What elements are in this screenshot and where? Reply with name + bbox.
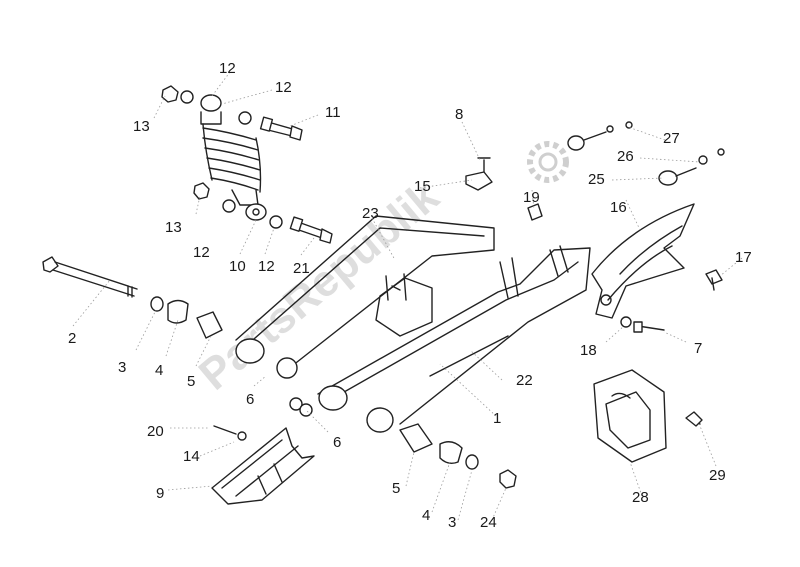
callout-3a: 3 — [118, 359, 126, 376]
shock-absorber — [200, 94, 267, 221]
callout-5b: 5 — [392, 480, 400, 497]
callout-27: 27 — [663, 130, 680, 147]
callout-24: 24 — [480, 514, 497, 531]
parts — [42, 71, 743, 521]
callout-6a: 6 — [246, 391, 254, 408]
callout-17: 17 — [735, 249, 752, 266]
callout-22: 22 — [516, 372, 533, 389]
callout-28: 28 — [632, 489, 649, 506]
chain-guide — [211, 425, 315, 505]
top-hardware — [465, 157, 543, 221]
chain-guard — [591, 203, 695, 319]
callout-14: 14 — [183, 448, 200, 465]
guard-bolts — [620, 269, 723, 333]
callout-11: 11 — [325, 104, 341, 121]
callout-8: 8 — [455, 106, 463, 123]
callout-3b: 3 — [448, 514, 456, 531]
chain-slider-block — [593, 369, 703, 463]
watermark-gear-icon — [527, 141, 569, 183]
chain-guard-hardware — [567, 121, 725, 186]
callout-18: 18 — [580, 342, 597, 359]
axle-nuts — [289, 397, 313, 417]
callout-6b: 6 — [333, 434, 341, 451]
shock-nuts — [161, 85, 283, 229]
callout-15: 15 — [414, 178, 431, 195]
callout-7: 7 — [694, 340, 702, 357]
callout-10: 10 — [229, 258, 246, 275]
callout-labels: 12 12 11 13 8 27 26 25 15 19 16 13 12 10… — [68, 60, 752, 531]
shock-bolts — [259, 116, 333, 244]
callout-13b: 13 — [165, 219, 182, 236]
spacer-stack — [399, 423, 517, 489]
callout-29: 29 — [709, 467, 726, 484]
callout-12c: 12 — [193, 244, 210, 261]
leader-lines — [72, 71, 743, 521]
callout-1: 1 — [493, 410, 501, 427]
callout-23: 23 — [362, 205, 379, 222]
swingarm — [235, 215, 591, 433]
callout-2: 2 — [68, 330, 76, 347]
callout-26: 26 — [617, 148, 634, 165]
callout-5a: 5 — [187, 373, 195, 390]
callout-20: 20 — [147, 423, 164, 440]
callout-16: 16 — [610, 199, 627, 216]
callout-9: 9 — [156, 485, 164, 502]
spindle-bolt — [42, 256, 223, 339]
callout-19: 19 — [523, 189, 540, 206]
callout-4a: 4 — [155, 362, 163, 379]
callout-12b: 12 — [275, 79, 292, 96]
callout-13a: 13 — [133, 118, 150, 135]
callout-25: 25 — [588, 171, 605, 188]
callout-12a: 12 — [219, 60, 236, 77]
callout-4b: 4 — [422, 507, 430, 524]
callout-12d: 12 — [258, 258, 275, 275]
callout-21: 21 — [293, 260, 310, 277]
